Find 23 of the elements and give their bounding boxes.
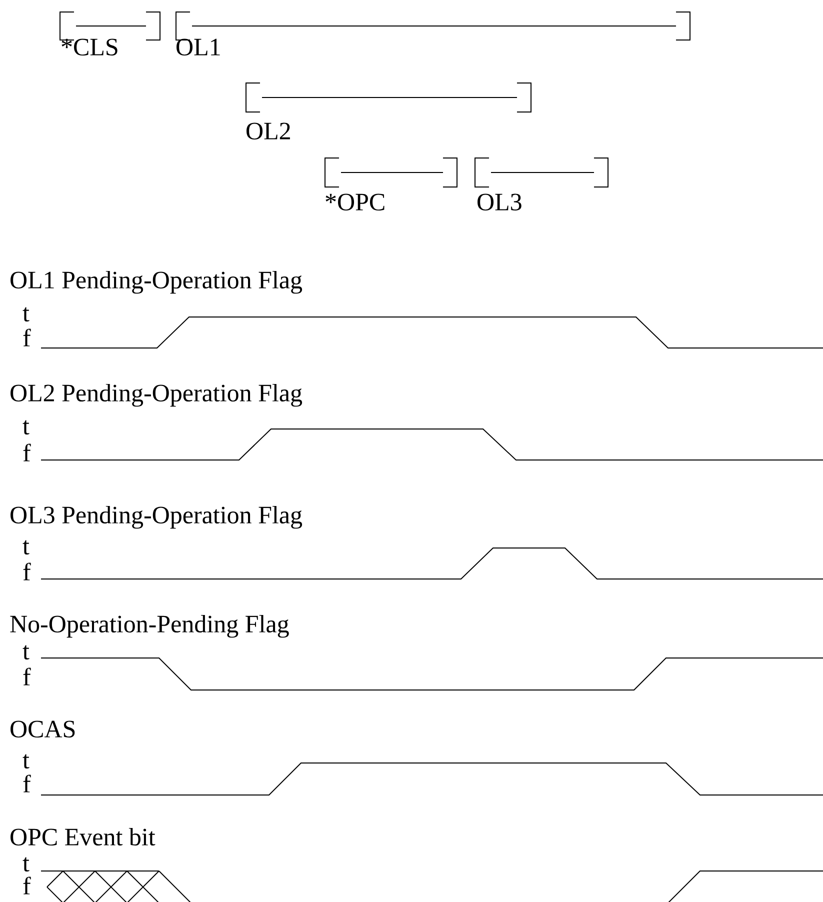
- level-label: f: [23, 668, 31, 686]
- level-label: f: [23, 774, 31, 792]
- bracket-label: OL2: [246, 122, 290, 140]
- level-label: f: [23, 876, 31, 894]
- signal-name: OCAS: [10, 720, 75, 738]
- signal-name: OL1 Pending-Operation Flag: [10, 270, 302, 294]
- bracket-label: OL3: [478, 194, 522, 211]
- level-label: t: [22, 754, 30, 769]
- level-label: t: [22, 540, 30, 555]
- signal-name: OL2 Pending-Operation Flag: [10, 384, 302, 407]
- signal-name: No-Operation-Pending Flag: [10, 614, 289, 638]
- level-label: f: [23, 444, 31, 462]
- signal-name: OL3 Pending-Operation Flag: [10, 506, 302, 529]
- level-label: t: [22, 420, 30, 435]
- level-label: t: [22, 307, 30, 322]
- bracket-label: OL1: [176, 38, 220, 56]
- level-label: t: [22, 645, 30, 660]
- bracket-label: *CLS: [62, 38, 118, 56]
- level-label: f: [23, 562, 31, 580]
- level-label: f: [23, 328, 31, 346]
- signal-name: OPC Event bit: [10, 828, 156, 846]
- bracket-label: *OPC: [326, 194, 384, 211]
- level-label: t: [22, 857, 30, 872]
